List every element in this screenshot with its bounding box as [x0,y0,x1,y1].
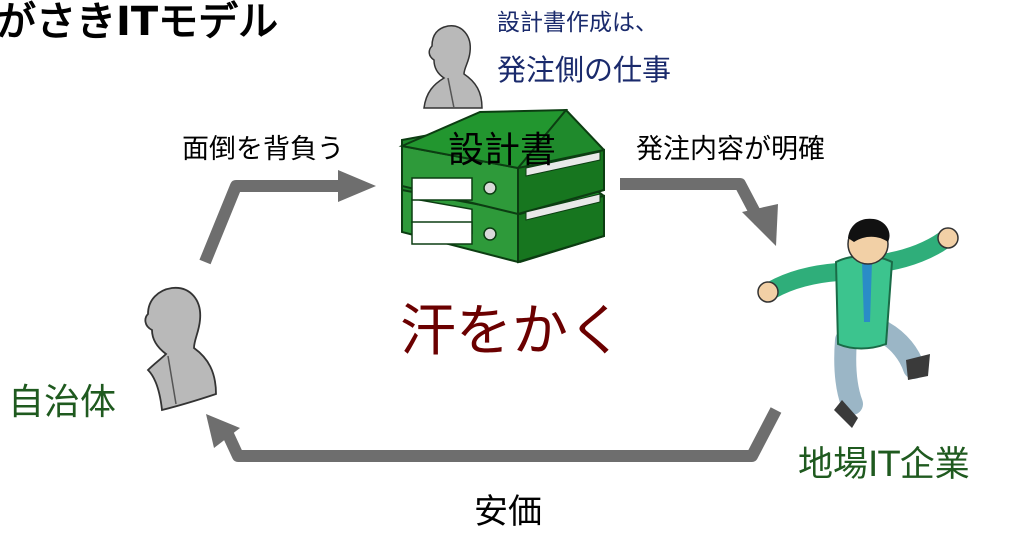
actor-label-company: 地場IT企業 [798,445,970,485]
arrow-clear-order [620,178,778,246]
arrow-cheap [206,407,782,462]
arrow-label-cheap: 安価 [474,492,542,532]
arrow-label-clear-order: 発注内容が明確 [636,134,825,165]
note-line-1: 設計書作成は、 [497,10,658,36]
arrow-burden [199,170,376,265]
person-silhouette-icon [144,287,217,412]
actor-label-government: 自治体 [8,382,117,423]
page-title: がさきITモデル [0,0,279,45]
note-line-2: 発注側の仕事 [497,53,672,87]
running-businessman-icon [757,218,959,428]
person-silhouette-icon [423,25,483,109]
binder-label: 設計書 [448,130,557,171]
arrow-label-burden: 面倒を背負う [182,134,344,165]
center-text: 汗をかく [400,299,624,364]
binder-stack-icon [398,108,605,264]
